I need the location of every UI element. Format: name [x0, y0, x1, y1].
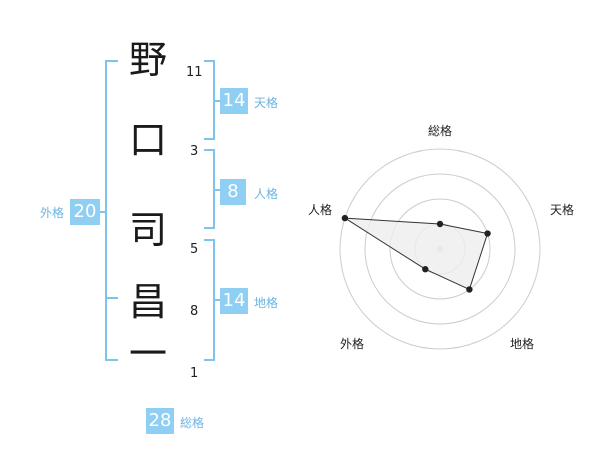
radar-polygon	[344, 217, 489, 291]
jinkaku-bracket	[204, 149, 220, 229]
name-char-3: 司	[128, 208, 167, 252]
stroke-count-3: 5	[190, 242, 199, 257]
stroke-count-4: 8	[190, 304, 199, 319]
tenkaku-label: 天格	[254, 96, 279, 110]
radar-ring-2	[389, 198, 491, 300]
radar-label-jinkaku: 人格	[308, 203, 333, 217]
tenkaku-value: 14	[220, 88, 248, 114]
chikaku-value: 14	[220, 288, 248, 314]
radar-label-chikaku: 地格	[510, 337, 535, 351]
jinkaku-label: 人格	[254, 187, 279, 201]
stroke-count-5: 1	[190, 366, 199, 381]
name-char-1: 野	[128, 38, 167, 82]
gaikaku-label: 外格	[40, 206, 65, 220]
radar-point-0	[436, 220, 444, 228]
radar-ring-4	[339, 148, 541, 350]
radar-label-soukaku: 総格	[428, 124, 453, 138]
soukaku-value: 28	[146, 408, 174, 434]
radar-ring-3	[364, 173, 516, 325]
radar-point-1	[484, 230, 491, 237]
soukaku-label: 総格	[180, 416, 205, 430]
radar-point-3	[422, 266, 429, 273]
radar-label-gaikaku: 外格	[340, 337, 365, 351]
chikaku-bracket	[204, 239, 220, 361]
radar-label-tenkaku: 天格	[550, 203, 575, 217]
radar-point-4	[341, 214, 349, 222]
radar-point-2	[466, 286, 473, 293]
gaikaku-value: 20	[70, 199, 100, 225]
stroke-count-2: 3	[190, 144, 199, 159]
chikaku-label: 地格	[254, 296, 279, 310]
name-char-2: 口	[128, 118, 167, 162]
stroke-count-1: 11	[186, 65, 203, 80]
jinkaku-value: 8	[220, 179, 246, 205]
name-char-4: 昌	[128, 280, 167, 324]
name-char-5: 一	[128, 332, 167, 376]
tenkaku-bracket	[204, 60, 220, 140]
